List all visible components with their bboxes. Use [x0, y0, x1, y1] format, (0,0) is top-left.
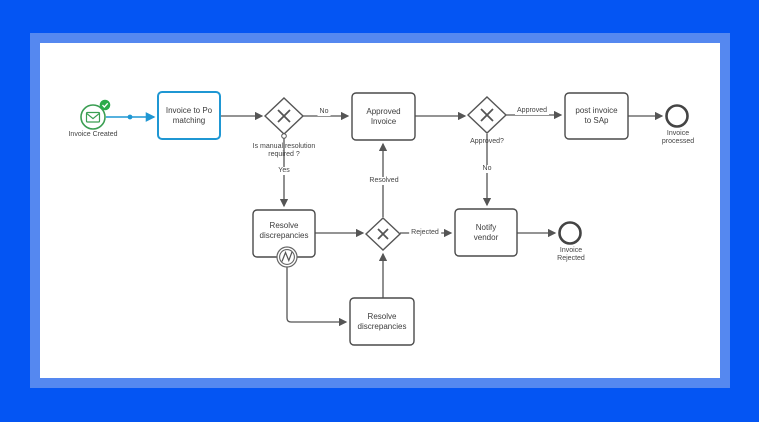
flow-start-to-matching[interactable] — [106, 112, 156, 122]
task-approved-invoice[interactable] — [351, 92, 416, 141]
flow-label-yes: Yes — [276, 167, 292, 176]
task-resolve-discrepancies-2-label: Resolve discrepancies — [357, 311, 407, 331]
x-gateway-icon — [480, 108, 494, 122]
envelope-icon — [85, 111, 101, 123]
task-post-invoice-sap-label: post invoice to SAp — [575, 106, 618, 125]
end-event-rejected-label: Invoice Rejected — [557, 247, 585, 263]
end-event-rejected[interactable] — [558, 221, 582, 245]
end-event-processed-label: Invoice processed — [661, 130, 695, 146]
gateway-approved-label: Approved? — [470, 138, 504, 145]
gateway-approved[interactable] — [466, 96, 508, 134]
gateway-resolution-result[interactable] — [364, 217, 402, 251]
check-badge-icon — [99, 99, 111, 111]
flow-midpoint-handle[interactable] — [127, 114, 133, 120]
gateway-anchor-dot — [281, 133, 287, 139]
gateway-manual-resolution[interactable] — [263, 97, 305, 139]
end-event-processed[interactable] — [665, 104, 689, 128]
task-post-invoice-sap[interactable] — [564, 92, 629, 140]
task-resolve-discrepancies-2[interactable] — [349, 297, 415, 346]
flow-label-no-2: No — [480, 165, 494, 174]
task-invoice-po-matching-label: Invoice to Po matching — [165, 105, 213, 125]
task-notify-vendor-label: Notify vendor — [473, 222, 499, 242]
flow-label-no-1: No — [317, 108, 331, 117]
gateway-manual-resolution-label: Is manual resolution required ? — [252, 143, 316, 159]
task-notify-vendor[interactable] — [454, 208, 518, 257]
x-gateway-icon — [277, 109, 291, 123]
flow-label-approved: Approved — [515, 107, 549, 116]
start-event[interactable] — [80, 99, 111, 130]
task-resolve-discrepancies-label: Resolve discrepancies — [259, 220, 309, 240]
task-approved-invoice-label: Approved Invoice — [366, 106, 401, 126]
task-invoice-po-matching[interactable] — [157, 91, 221, 140]
error-boundary-event[interactable] — [276, 246, 298, 268]
flow-label-rejected: Rejected — [409, 229, 441, 238]
x-gateway-icon — [377, 228, 389, 240]
error-zigzag-icon — [281, 250, 293, 263]
flow-boundary-to-resolve2[interactable] — [286, 267, 348, 327]
start-event-label: Invoice Created — [68, 131, 118, 138]
flow-label-resolved: Resolved — [367, 177, 401, 186]
